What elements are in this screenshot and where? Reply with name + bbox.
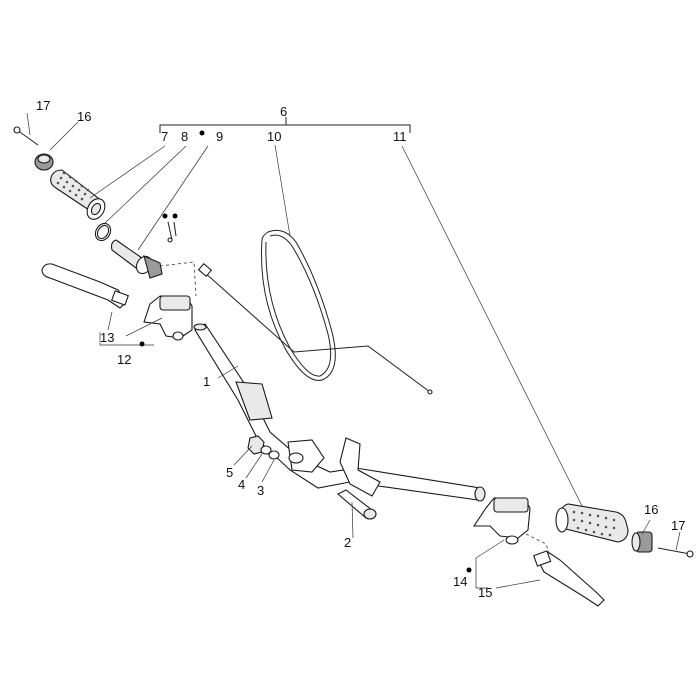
callout-6: 6	[280, 104, 287, 119]
handlebar-mount-bolt	[337, 489, 377, 520]
callout-5: 5	[226, 465, 233, 480]
right-bar-end-screw	[657, 547, 694, 558]
throttle-sleeve	[110, 239, 163, 279]
left-master-cylinder	[143, 295, 193, 341]
left-brake-lever	[41, 263, 129, 309]
throttle-cable	[197, 262, 433, 395]
callout-1: 1	[203, 374, 210, 389]
callout-7: 7	[161, 129, 168, 144]
callout-9: 9	[216, 129, 223, 144]
marker-dots	[139, 130, 472, 573]
right-handlebar-grip	[555, 503, 629, 543]
callout-2: 2	[344, 535, 351, 550]
throttle-screws	[167, 221, 177, 243]
callout-15: 15	[478, 585, 492, 600]
callout-3: 3	[257, 483, 264, 498]
left-bar-end-screw	[13, 126, 39, 146]
callout-17-right: 17	[671, 518, 685, 533]
left-handlebar-grip	[50, 169, 106, 220]
throttle-cable-loop	[261, 229, 336, 381]
callout-14: 14	[453, 574, 467, 589]
washer-nut-set	[247, 435, 280, 460]
right-brake-lever	[533, 550, 605, 607]
handlebar-tube	[193, 323, 486, 502]
callout-16-right: 16	[644, 502, 658, 517]
callout-12: 12	[117, 352, 131, 367]
callout-4: 4	[238, 477, 245, 492]
right-bar-end-weight	[631, 531, 653, 553]
right-master-cylinder	[472, 497, 531, 545]
leader-lines	[26, 112, 681, 589]
callout-10: 10	[267, 129, 281, 144]
callout-16-left: 16	[77, 109, 91, 124]
callout-13: 13	[100, 330, 114, 345]
o-ring	[94, 222, 112, 242]
callout-11: 11	[393, 129, 407, 144]
callout-8: 8	[181, 129, 188, 144]
group-6-bracket	[159, 117, 411, 133]
left-bar-end-weight	[34, 153, 54, 171]
callout-17-left: 17	[36, 98, 50, 113]
